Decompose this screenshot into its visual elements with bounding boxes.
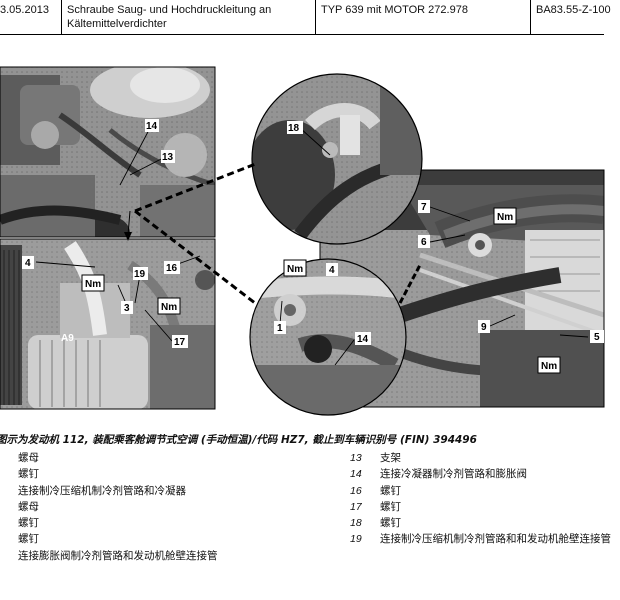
legend-item: 螺母 xyxy=(18,450,338,466)
callout-14-inset: 14 xyxy=(357,334,369,345)
legend-item: 螺钉 xyxy=(18,466,338,482)
legend-text: 螺钉 xyxy=(18,468,39,481)
legend-item: 连接制冷压缩机制冷剂管路和冷凝器 xyxy=(18,483,338,499)
legend-item: 螺母 xyxy=(18,499,338,515)
legend-text: 螺母 xyxy=(18,500,39,513)
callout-4-inset: 4 xyxy=(329,265,335,276)
nm-box-bolt-17: Nm xyxy=(161,302,177,313)
legend-number: 16 xyxy=(350,484,362,497)
callout-4-left: 4 xyxy=(25,258,31,269)
legend-item: 13 支架 xyxy=(350,450,610,466)
engine-illustration-svg: A9 xyxy=(0,66,605,416)
legend-number: 17 xyxy=(350,500,362,513)
compressor-label: A9 xyxy=(61,333,74,344)
header-document-code: BA83.55-Z-100 xyxy=(530,0,620,34)
legend-text: 连接冷凝器制冷剂管路和膨胀阀 xyxy=(380,468,527,481)
header-vehicle-type: TYP 639 mit MOTOR 272.978 xyxy=(315,0,530,34)
legend-item: 螺钉 xyxy=(18,515,338,531)
legend-text: 螺母 xyxy=(18,452,39,464)
detail-inset-nut-1 xyxy=(250,259,406,415)
callout-3: 3 xyxy=(124,303,130,314)
nm-box-bolt-5: Nm xyxy=(541,361,557,372)
legend-item: 连接膨胀阀制冷剂管路和发动机舱壁连接管 xyxy=(18,548,338,564)
legend-text: 螺钉 xyxy=(18,517,39,530)
legend-text: 螺钉 xyxy=(380,517,401,530)
header-title: Schraube Saug- und Hochdruckleitung an K… xyxy=(61,0,315,34)
legend-item: 螺钉 xyxy=(18,531,338,547)
legend-number: 18 xyxy=(350,517,362,530)
nm-box-compressor: Nm xyxy=(85,279,101,290)
callout-5: 5 xyxy=(594,332,600,343)
header-date: 3.05.2013 xyxy=(0,4,49,16)
legend-item: 18 螺钉 xyxy=(350,515,610,531)
callout-1: 1 xyxy=(277,323,283,334)
callout-14-top: 14 xyxy=(146,121,158,132)
document-header: 3.05.2013 Schraube Saug- und Hochdruckle… xyxy=(0,0,611,35)
nm-box-bolt-7: Nm xyxy=(497,212,513,223)
callout-13: 13 xyxy=(162,152,174,163)
legend-text: 连接制冷压缩机制冷剂管路和冷凝器 xyxy=(18,484,186,497)
callout-6: 6 xyxy=(421,237,427,248)
callout-18: 18 xyxy=(288,123,300,134)
legend-item: 16 螺钉 xyxy=(350,483,610,499)
torque-nm-boxes: Nm Nm Nm Nm Nm xyxy=(81,207,561,374)
legend-left: 螺母 螺钉 连接制冷压缩机制冷剂管路和冷凝器 螺母 螺钉 螺钉 连接膨胀阀制冷剂… xyxy=(18,450,338,564)
callout-16: 16 xyxy=(166,263,178,274)
legend-number: 14 xyxy=(350,468,362,481)
legend-text: 连接膨胀阀制冷剂管路和发动机舱壁连接管 xyxy=(18,549,218,562)
legend-text: 连接制冷压缩机制冷剂管路和和发动机舱壁连接管 xyxy=(380,533,611,546)
callout-19: 19 xyxy=(134,269,146,280)
legend-text: 支架 xyxy=(380,452,401,464)
leader-lines xyxy=(35,127,589,366)
legend-item: 14 连接冷凝器制冷剂管路和膨胀阀 xyxy=(350,466,610,482)
legend-text: 螺钉 xyxy=(380,500,401,513)
legend-item: 19 连接制冷压缩机制冷剂管路和和发动机舱壁连接管 xyxy=(350,531,611,547)
legend-number: 13 xyxy=(350,452,362,464)
figure-caption: 图示为发动机 112, 装配乘客舱调节式空调 (手动恒温)/代码 HZ7, 截止… xyxy=(0,434,477,446)
callout-9: 9 xyxy=(481,322,487,333)
callout-7: 7 xyxy=(421,202,427,213)
legend-text: 螺钉 xyxy=(380,484,401,497)
legend-item: 17 螺钉 xyxy=(350,499,610,515)
legend-right: 13 支架 14 连接冷凝器制冷剂管路和膨胀阀 16 螺钉 17 螺钉 18 螺钉 19 连… xyxy=(350,450,611,548)
callout-17: 17 xyxy=(174,337,186,348)
engine-illustration: A9 xyxy=(0,35,605,430)
pointer-lines xyxy=(134,161,259,305)
detail-inset-bolt-18 xyxy=(252,74,422,244)
legend-text: 螺钉 xyxy=(18,533,39,546)
nm-box-inset: Nm xyxy=(287,264,303,275)
legend-number: 19 xyxy=(350,533,362,546)
engine-bay-photo xyxy=(0,67,215,237)
